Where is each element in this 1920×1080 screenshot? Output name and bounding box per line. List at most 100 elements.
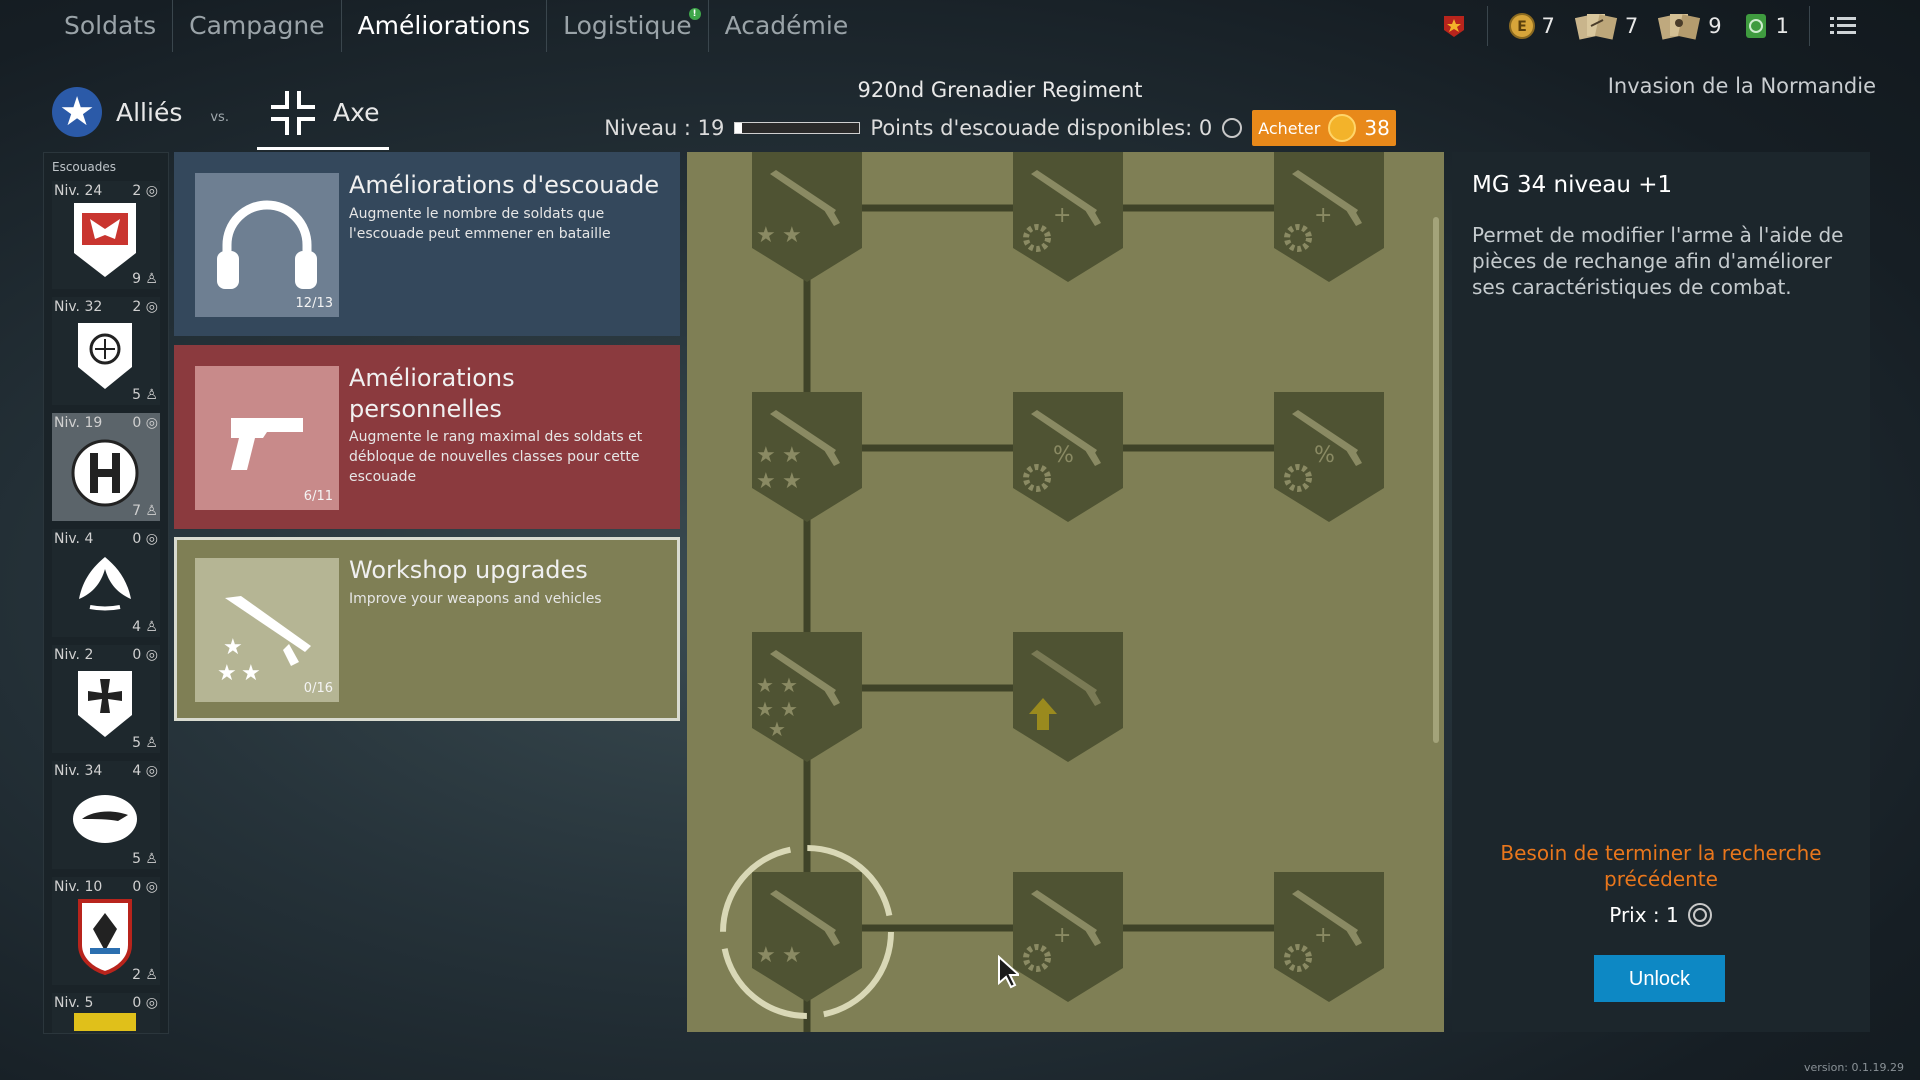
e-tickets[interactable]: E 7 — [1508, 12, 1555, 40]
detail-title: MG 34 niveau +1 — [1472, 172, 1673, 198]
squad-item[interactable]: Niv. 34 4 ◎ 5 ♙ — [52, 761, 160, 869]
rank-badge[interactable] — [1441, 13, 1467, 39]
svg-text:+: + — [1314, 203, 1332, 228]
main-menu-button[interactable] — [1830, 15, 1856, 37]
upgrade-node-stars2-selected[interactable]: ★★ — [752, 872, 862, 1002]
tree-scrollbar[interactable] — [1433, 217, 1439, 743]
weapon-cards-count: 7 — [1624, 14, 1639, 38]
squad-points: 0 ◎ — [132, 879, 158, 895]
soldier-cards-count: 9 — [1708, 14, 1722, 38]
upgrade-node-gear-percent[interactable]: % — [1013, 392, 1123, 522]
separator — [1809, 6, 1810, 46]
squad-count: 9 ♙ — [132, 271, 158, 287]
regiment-name: 920nd Grenadier Regiment — [857, 78, 1143, 102]
h-emblem-icon — [71, 439, 139, 507]
tab-campagne[interactable]: Campagne — [173, 0, 342, 52]
tab-academie[interactable]: Académie — [709, 0, 865, 52]
price-row: Prix : 1 — [1452, 902, 1870, 928]
upgrade-node-stars5[interactable]: ★★★★★ — [752, 632, 862, 762]
category-thumbnail: ★★★ 0/16 — [195, 558, 339, 702]
squad-level: Niv. 2 — [54, 647, 94, 663]
squad-item[interactable]: Niv. 4 0 ◎ 4 ♙ — [52, 529, 160, 637]
upgrade-node-gear-plus[interactable]: + — [1013, 152, 1123, 282]
upgrade-node-stars4[interactable]: ★★★★ — [752, 392, 862, 522]
svg-text:★: ★ — [756, 673, 774, 697]
workshop-tree: ★★++★★★★%%★★★★★★★++ — [687, 152, 1444, 1032]
boosters[interactable]: 1 — [1742, 12, 1789, 40]
squad-point-coin-icon — [1687, 903, 1712, 927]
squad-points: 0 ◎ — [132, 415, 158, 431]
squad-count: 2 ♙ — [132, 967, 158, 983]
squad-count: 5 ♙ — [132, 387, 158, 403]
upgrade-node-gear-plus[interactable]: + — [1013, 872, 1123, 1002]
unlock-button[interactable]: Unlock — [1594, 955, 1725, 1002]
soldier-cards[interactable]: 9 — [1658, 12, 1722, 40]
squad-item[interactable]: Niv. 32 2 ◎ 5 ♙ — [52, 297, 160, 405]
category-workshop-upgrades[interactable]: ★★★ 0/16 Workshop upgrades Improve your … — [174, 537, 680, 721]
category-personal-upgrades[interactable]: 6/11 Améliorations personnelles Augmente… — [174, 345, 680, 529]
headphones-icon — [217, 200, 317, 289]
squad-item-selected[interactable]: Niv. 19 0 ◎ 7 ♙ — [52, 413, 160, 521]
boosters-count: 1 — [1775, 14, 1789, 38]
svg-text:★: ★ — [756, 943, 776, 968]
squad-level: Niv. 5 — [54, 995, 94, 1011]
booster-icon — [1745, 14, 1766, 38]
squad-count: 5 ♙ — [132, 735, 158, 751]
squad-item[interactable]: Niv. 5 0 ◎ — [52, 993, 160, 1033]
tab-ameliorations[interactable]: Améliorations — [342, 0, 548, 52]
tab-logistique[interactable]: Logistique! — [547, 0, 709, 52]
weapon-cards[interactable]: 7 — [1574, 12, 1639, 40]
eagle-shield-emblem-icon — [78, 899, 132, 976]
squad-points: 0 ◎ — [132, 647, 158, 663]
squad-item[interactable]: Niv. 2 0 ◎ 5 ♙ — [52, 645, 160, 753]
upgrade-node-stars2[interactable]: ★★ — [752, 152, 862, 282]
rifle-stars-icon: ★★★ — [217, 596, 311, 686]
svg-text:%: % — [1314, 443, 1335, 468]
menu-list-icon — [1830, 17, 1856, 34]
category-squad-upgrades[interactable]: 12/13 Améliorations d'escouade Augmente … — [174, 152, 680, 336]
level-label: Niveau : 19 — [604, 116, 725, 140]
squad-count: 5 ♙ — [132, 851, 158, 867]
upgrade-node-gear-plus[interactable]: + — [1274, 872, 1384, 1002]
balkenkreuz-icon — [270, 90, 315, 135]
upgrade-node-gear-percent[interactable]: % — [1274, 392, 1384, 522]
svg-text:E: E — [1517, 19, 1527, 35]
tab-label: Soldats — [64, 11, 157, 40]
e-tickets-count: 7 — [1541, 14, 1555, 38]
currency-bar: E 7 7 9 1 — [1441, 0, 1856, 52]
notification-badge: ! — [688, 8, 701, 20]
gold-coin-icon — [1328, 114, 1357, 142]
tab-label: Académie — [724, 11, 849, 40]
category-count: 12/13 — [295, 296, 333, 311]
category-thumbnail: 12/13 — [195, 173, 339, 317]
squad-item[interactable]: Niv. 24 2 ◎ 9 ♙ — [52, 181, 160, 289]
allies-label[interactable]: Alliés — [116, 97, 183, 127]
buy-button[interactable]: Acheter 38 — [1252, 110, 1396, 146]
svg-text:+: + — [1053, 203, 1071, 228]
oak-leaves-emblem-icon — [79, 557, 131, 611]
squad-points-label: Points d'escouade disponibles: 0 — [870, 116, 1213, 140]
tree-canvas: ★★++★★★★%%★★★★★★★++ — [720, 152, 1384, 1032]
squad-point-coin-icon — [1222, 118, 1243, 138]
axis-tab[interactable]: Axe — [256, 87, 390, 150]
requirement-text: Besoin de terminer la recherche précéden… — [1500, 841, 1822, 891]
e-coin-icon: E — [1508, 13, 1535, 39]
vs-label: vs. — [210, 109, 229, 125]
upgrade-node-gear-plus[interactable]: + — [1274, 152, 1384, 282]
tab-soldats[interactable]: Soldats — [0, 0, 174, 52]
iron-cross-emblem-icon — [78, 671, 132, 737]
squad-level: Niv. 19 — [54, 415, 103, 431]
upgrade-node-arrow-up[interactable] — [1013, 632, 1123, 762]
squad-points: 0 ◎ — [132, 995, 158, 1011]
separator — [1486, 6, 1488, 46]
yellow-emblem-icon — [74, 1013, 136, 1031]
allies-star-icon[interactable]: ★ — [52, 87, 102, 137]
squad-item[interactable]: Niv. 10 0 ◎ 2 ♙ — [52, 877, 160, 985]
rank-star-icon — [1443, 16, 1464, 37]
category-title: Améliorations d'escouade — [349, 171, 660, 199]
squad-level: Niv. 24 — [54, 183, 103, 199]
squad-points: 2 ◎ — [132, 299, 158, 315]
category-description: Improve your weapons and vehicles — [349, 591, 602, 607]
category-count: 0/16 — [303, 681, 333, 696]
greyhound-emblem-icon — [73, 795, 137, 843]
